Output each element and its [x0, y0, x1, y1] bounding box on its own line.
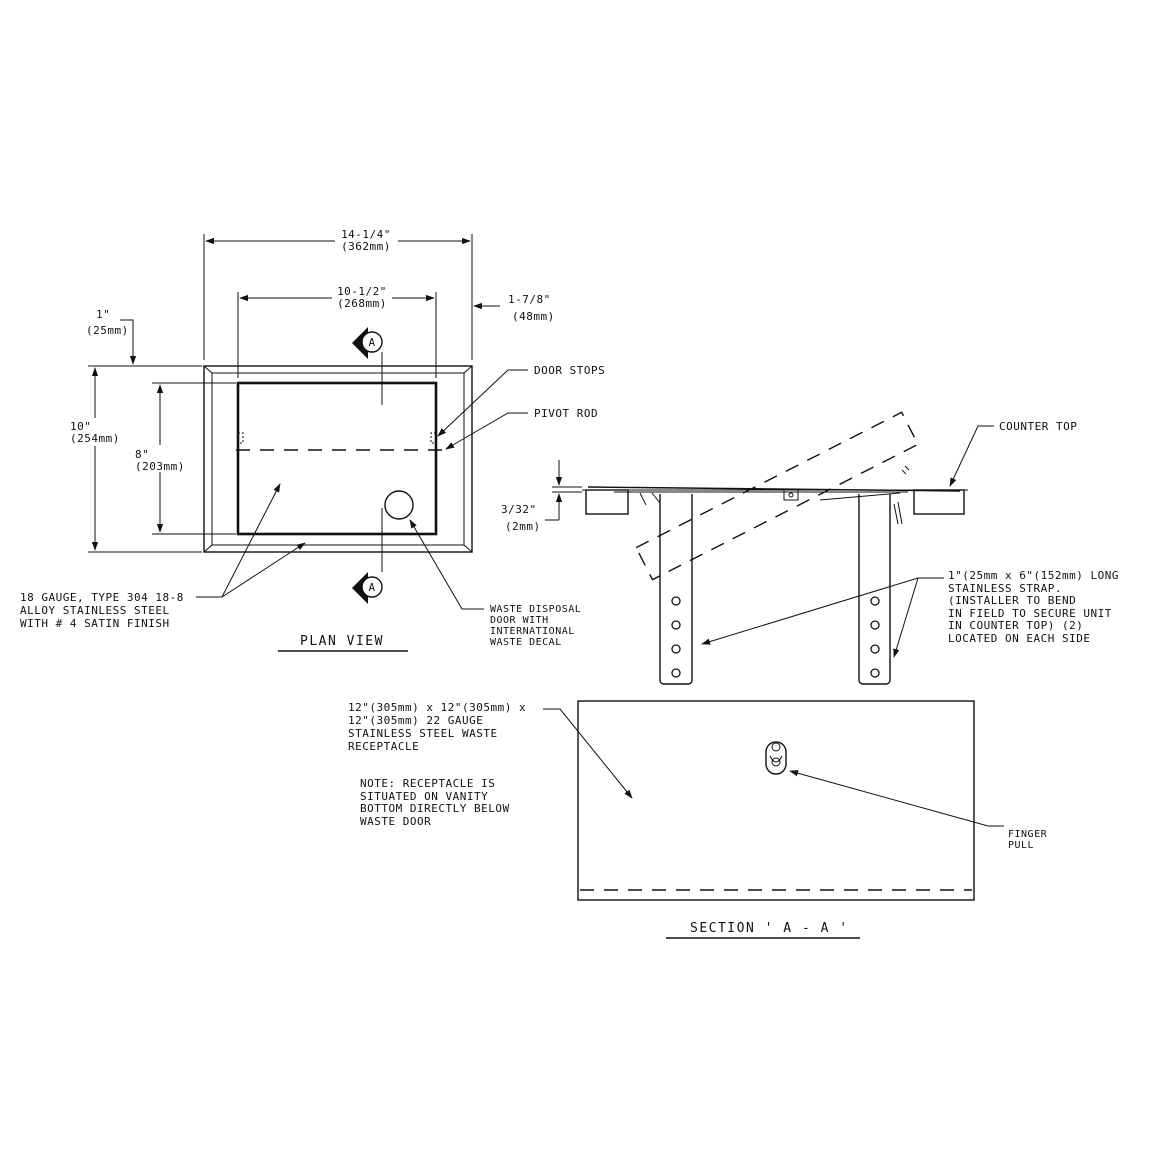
counter-top-left [585, 489, 629, 515]
dim-top-offset: 1" (25mm) [86, 308, 202, 367]
waste-decal-circle [384, 490, 414, 520]
label-strap-line: STAINLESS STRAP. [948, 582, 1062, 595]
label-counter-top: COUNTER TOP [999, 420, 1077, 433]
receptacle [577, 700, 975, 901]
label-waste-door-line: WASTE DISPOSAL [490, 604, 581, 615]
dim-text: 14-1/4" [341, 228, 391, 241]
pivot-rod-block [783, 489, 799, 501]
dim-text: 1" [96, 308, 110, 321]
door-opening [236, 381, 438, 536]
section-view: 3/32" (2mm) COUNTER TOP 1"(25mm x 6"(152… [348, 411, 1119, 939]
dim-thickness: 3/32" (2mm) [501, 460, 582, 533]
label-finger-pull-line: PULL [1008, 840, 1034, 851]
dim-text: 3/32" [501, 503, 537, 516]
label-door-stops: DOOR STOPS [534, 364, 605, 377]
label-receptacle-line: 12"(305mm) 22 GAUGE [348, 714, 483, 727]
dim-opening-height: 8" (203mm) [135, 382, 236, 535]
label-finger-pull-line: FINGER [1008, 829, 1048, 840]
dim-overall-width: 14-1/4" (362mm) [203, 228, 473, 360]
counter-top-right [913, 489, 965, 515]
plan-view-title: PLAN VIEW [300, 634, 384, 649]
section-marker-top: A [352, 327, 383, 359]
door-open-position [635, 411, 919, 581]
label-strap-line: (INSTALLER TO BEND [948, 594, 1076, 607]
dim-text: 8" [135, 448, 149, 461]
dim-text-metric: (48mm) [512, 310, 555, 323]
note-line: NOTE: RECEPTACLE IS [360, 777, 495, 790]
label-receptacle-line: STAINLESS STEEL WASTE [348, 727, 498, 740]
dim-text: 10-1/2" [337, 285, 387, 298]
dim-overall-height: 10" (254mm) [70, 365, 202, 553]
label-strap-line: IN COUNTER TOP) (2) [948, 619, 1083, 632]
section-marker-bottom: A [352, 572, 383, 604]
plan-view: A A 14-1/4" (362mm) 10-1/2" (268mm) [20, 228, 605, 652]
section-marker-label: A [368, 581, 375, 594]
dim-text-metric: (25mm) [86, 324, 129, 337]
label-strap-line: 1"(25mm x 6"(152mm) LONG [948, 569, 1119, 582]
label-receptacle-line: 12"(305mm) x 12"(305mm) x [348, 701, 526, 714]
label-material-line: WITH # 4 SATIN FINISH [20, 617, 170, 630]
flange-inner [211, 372, 465, 546]
label-material-line: 18 GAUGE, TYPE 304 18-8 [20, 591, 184, 604]
section-marker-label: A [368, 336, 375, 349]
label-receptacle-line: RECEPTACLE [348, 740, 419, 753]
door-stop-left [238, 432, 244, 444]
note-line: SITUATED ON VANITY [360, 790, 488, 803]
dim-text: 10" [70, 420, 91, 433]
section-view-title: SECTION ' A - A ' [690, 921, 849, 936]
dim-text-metric: (203mm) [135, 460, 185, 473]
label-waste-door-line: INTERNATIONAL [490, 626, 575, 637]
label-material-line: ALLOY STAINLESS STEEL [20, 604, 170, 617]
door-stop-right [430, 432, 436, 444]
dim-text-metric: (362mm) [341, 240, 391, 253]
label-pivot-rod: PIVOT ROD [534, 407, 598, 420]
label-waste-door-line: WASTE DECAL [490, 637, 562, 648]
note-line: WASTE DOOR [360, 815, 431, 828]
flange-outer [203, 365, 473, 553]
strap-left [659, 494, 693, 685]
dim-text-metric: (254mm) [70, 432, 120, 445]
dim-text: 1-7/8" [508, 293, 551, 306]
label-strap-line: IN FIELD TO SECURE UNIT [948, 607, 1112, 620]
finger-pull [765, 741, 787, 775]
note-line: BOTTOM DIRECTLY BELOW [360, 802, 510, 815]
dim-text-metric: (268mm) [337, 297, 387, 310]
dim-opening-width: 10-1/2" (268mm) [237, 285, 437, 378]
dim-text-metric: (2mm) [505, 520, 541, 533]
label-strap-line: LOCATED ON EACH SIDE [948, 632, 1090, 645]
dim-flange: 1-7/8" (48mm) [473, 293, 555, 323]
label-waste-door-line: DOOR WITH [490, 615, 549, 626]
strap-right [858, 494, 891, 685]
